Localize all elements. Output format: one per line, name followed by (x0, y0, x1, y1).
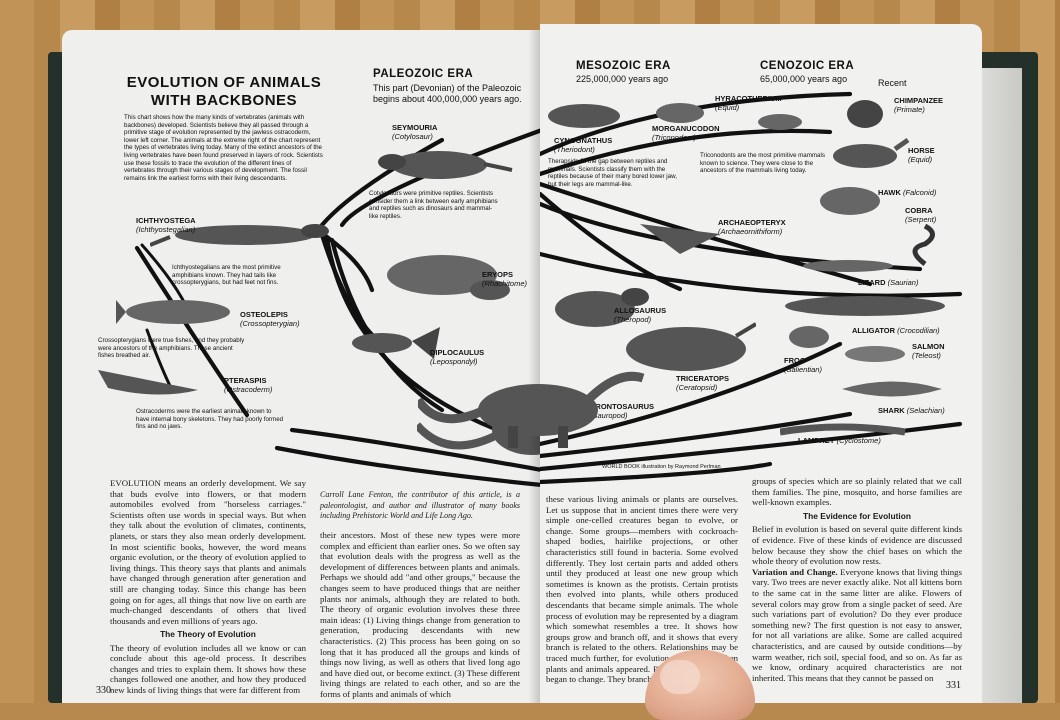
ichthyostegalians-caption: Ichthyostegalians are the most primitive… (172, 264, 281, 287)
therapsids-caption: Therapsids fill the gap between reptiles… (548, 158, 677, 188)
seymouria-illustration (378, 151, 513, 179)
chimpanzee-illustration (847, 100, 883, 128)
lizard-label: LIZARD (Saurian) (858, 278, 919, 287)
theory-heading: The Theory of Evolution (160, 629, 256, 639)
osteolepis-illustration (116, 300, 230, 324)
diplocaulus-label: DIPLOCAULUS(Lepospondyl) (430, 348, 485, 366)
crossopterygians-caption: Crossopterygians were true fishes, and t… (98, 337, 245, 360)
shark-illustration (842, 381, 942, 397)
hyracotherium-illustration (758, 114, 802, 130)
cotylosaurs-caption: Cotylosaurs were primitive reptiles. Sci… (369, 190, 498, 220)
cobra-illustration (912, 224, 935, 266)
cobra-label: COBRA(Serpent) (905, 206, 937, 224)
page-edges (982, 68, 1022, 703)
page-number-right: 331 (946, 680, 961, 691)
left-column-1: EVOLUTION means an orderly development. … (110, 478, 306, 626)
eryops-illustration (387, 255, 510, 300)
hawk-illustration (820, 187, 880, 215)
frog-illustration (789, 326, 829, 348)
page-title: EVOLUTION OF ANIMALS WITH BACKBONES (126, 74, 322, 109)
seymouria-label: SEYMOURIA(Cotylosaur) (392, 123, 438, 141)
right-column-2: groups of species which are so plainly r… (752, 476, 962, 683)
salmon-illustration (845, 346, 905, 362)
cenozoic-era-subtitle: 65,000,000 years ago (760, 74, 848, 84)
pteraspis-label: PTERASPIS(Ostracoderm) (224, 376, 273, 394)
mesozoic-era-subtitle: 225,000,000 years ago (576, 74, 669, 84)
osteolepis-label: OSTEOLEPIS(Crossopterygian) (240, 310, 300, 328)
left-page: EVOLUTION OF ANIMALS WITH BACKBONES This… (62, 30, 542, 703)
cynognathus-illustration (548, 104, 620, 128)
mesozoic-era-title: MESOZOIC ERA (576, 60, 671, 72)
lamprey-illustration (780, 423, 906, 436)
shark-label: SHARK (Selachian) (878, 406, 945, 415)
right-column-1: these various living animals or plants a… (546, 494, 738, 685)
paleozoic-era-title: PALEOZOIC ERA (373, 68, 474, 80)
horse-label: HORSE(Equid) (908, 146, 935, 164)
alligator-label: ALLIGATOR (Crocodilian) (852, 326, 940, 335)
salmon-label: SALMON(Teleost) (912, 342, 945, 360)
ostracoderms-caption: Ostracoderms were the earliest animals k… (136, 408, 284, 431)
page-number-left: 330 (96, 685, 111, 696)
horse-illustration (833, 137, 910, 168)
brontosaurus-illustration (418, 371, 645, 448)
cenozoic-era-title: CENOZOIC ERA (760, 60, 855, 72)
hawk-label: HAWK (Falconid) (878, 188, 937, 197)
hyracotherium-label: HYRACOTHERIUM(Equid) (715, 94, 782, 112)
left-column-2: their ancestors. Most of these new types… (320, 530, 520, 699)
author-note: Carroll Lane Fenton, the contributor of … (320, 490, 520, 521)
eryops-label: ERYOPS(Rhachitome) (482, 270, 528, 288)
frog-label: FROG(Salientian) (784, 356, 822, 374)
archaeopteryx-label: ARCHAEOPTERYX(Archaeornithiform) (718, 218, 786, 236)
evidence-heading: The Evidence for Evolution (803, 510, 911, 521)
right-page: MESOZOIC ERA 225,000,000 years ago CENOZ… (540, 24, 982, 703)
lamprey-label: LAMPREY (Cyclostome) (798, 436, 881, 445)
triceratops-illustration (626, 322, 756, 371)
archaeopteryx-illustration (640, 224, 720, 254)
intro-text: This chart shows how the many kinds of v… (124, 114, 323, 182)
morganucodon-illustration (656, 103, 704, 123)
allosaurus-illustration (555, 288, 649, 327)
morganucodon-label: MORGANUCODON(Triconodont) (652, 124, 720, 142)
triceratops-label: TRICERATOPS(Ceratopsid) (676, 374, 730, 392)
left-column-1b: The Theory of Evolution The theory of ev… (110, 629, 306, 695)
diplocaulus-illustration (352, 327, 440, 359)
cynognathus-label: CYNOGNATHUS(Theriodont) (554, 136, 613, 154)
illustration-credit: WORLD BOOK illustration by Raymond Perlm… (602, 464, 721, 470)
alligator-illustration (785, 296, 945, 316)
triconodonts-caption: Triconodonts are the most primitive mamm… (700, 152, 825, 175)
recent-label: Recent (878, 78, 907, 88)
chimpanzee-label: CHIMPANZEE(Primate) (894, 96, 944, 114)
pteraspis-illustration (98, 370, 198, 395)
paleozoic-era-subtitle: This part (Devonian) of the Paleozoic be… (373, 83, 522, 104)
thumbnail (660, 660, 700, 694)
lizard-illustration (803, 260, 893, 272)
ichthyostega-label: ICHTHYOSTEGA(Ichthyostegalian) (136, 216, 196, 234)
ichthyostega-illustration (150, 224, 329, 247)
brontosaurus-label: BRONTOSAURUS(Sauropod) (590, 402, 655, 420)
allosaurus-label: ALLOSAURUS(Theropod) (614, 306, 667, 324)
